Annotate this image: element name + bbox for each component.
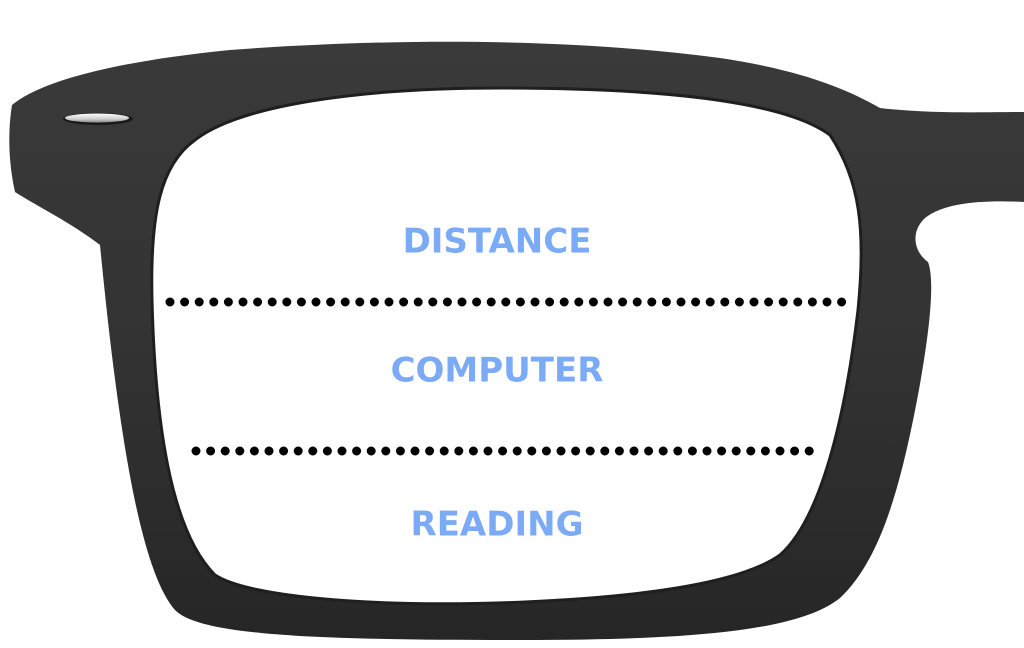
zone-label-distance: DISTANCE [403,222,592,262]
glasses-frame [9,41,1024,640]
zone-label-reading: READING [411,505,584,545]
lens-rim [150,86,863,606]
rivet-icon [63,113,133,125]
zone-label-computer: COMPUTER [391,351,604,391]
